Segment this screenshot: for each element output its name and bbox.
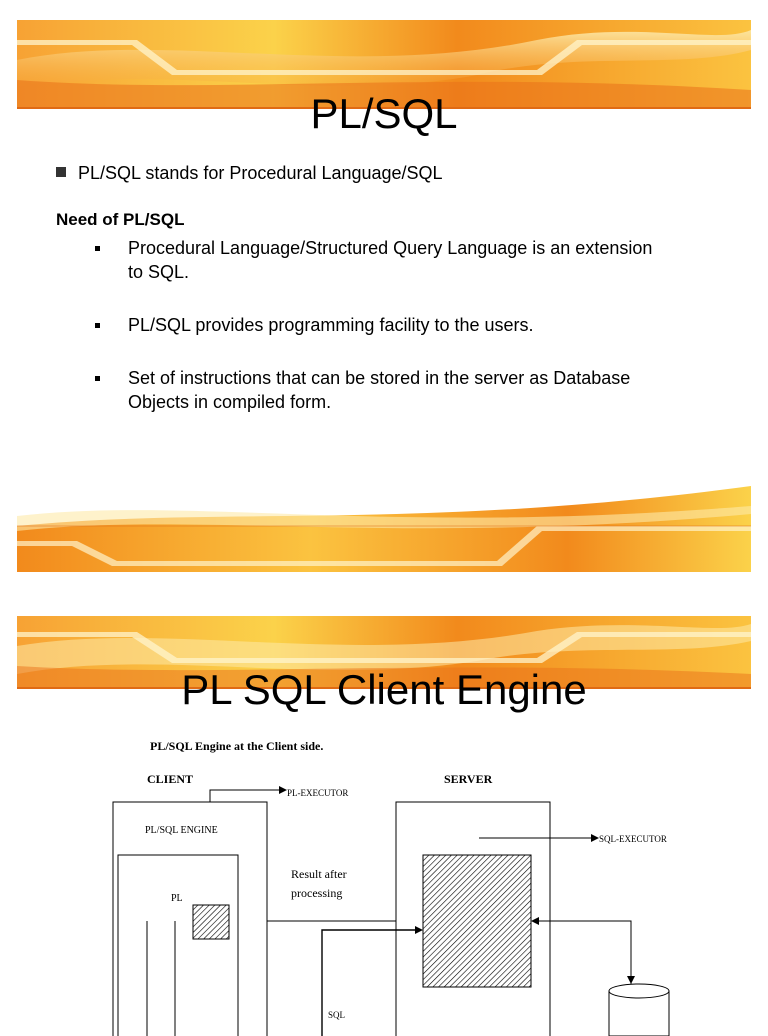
list-item: Procedural Language/Structured Query Lan… [93, 236, 653, 284]
diagram-caption: PL/SQL Engine at the Client side. [150, 739, 323, 753]
engine-inner-box [117, 854, 239, 1036]
sql-executor-label: SQL-EXECUTOR [599, 834, 667, 844]
result-label-line1: Result after [291, 867, 347, 881]
top-banner [17, 616, 751, 692]
server-label: SERVER [444, 772, 493, 786]
bottom-banner [17, 486, 751, 572]
result-label-line2: processing [291, 886, 342, 900]
pl-executor-arrow [209, 789, 279, 802]
arrow-head-icon [591, 834, 599, 842]
database-link [539, 920, 632, 984]
small-square-bullet-icon [95, 323, 100, 328]
sql-request-arrow [321, 929, 415, 1036]
arrow-head-icon [279, 786, 287, 794]
small-square-bullet-icon [95, 246, 100, 251]
server-box [395, 801, 551, 1036]
sql-label: SQL [328, 1010, 345, 1020]
engine-label: PL/SQL ENGINE [145, 825, 218, 836]
need-list: Procedural Language/Structured Query Lan… [93, 236, 653, 443]
small-square-bullet-icon [95, 376, 100, 381]
arrow-head-icon [531, 917, 539, 925]
client-engine-diagram: PL/SQL Engine at the Client side. CLIENT… [112, 739, 670, 1036]
arrow-head-icon [415, 926, 423, 934]
slide-pl-sql-client-engine: PL SQL Client Engine PL/SQL Engine at th… [17, 616, 751, 1036]
top-banner [17, 20, 751, 112]
database-icon [608, 983, 670, 1036]
pl-label: PL [171, 893, 183, 904]
client-label: CLIENT [147, 772, 193, 786]
need-heading: Need of PL/SQL [56, 210, 185, 229]
arrow-head-icon [627, 976, 635, 984]
slide-pl-sql: PL/SQL PL/SQL stands for Procedural Lang… [17, 20, 751, 572]
list-item: Set of instructions that can be stored i… [93, 366, 653, 414]
slide-title: PL/SQL [310, 90, 458, 137]
main-bullet: PL/SQL stands for Procedural Language/SQ… [56, 163, 443, 184]
list-item: PL/SQL provides programming facility to … [93, 313, 653, 337]
server-hatched-block [422, 854, 532, 988]
square-bullet-icon [56, 167, 66, 178]
pl-executor-label: PL-EXECUTOR [287, 788, 348, 798]
pl-hatched-block [192, 904, 230, 940]
client-box [112, 801, 268, 1036]
slide-title: PL SQL Client Engine [181, 666, 587, 713]
